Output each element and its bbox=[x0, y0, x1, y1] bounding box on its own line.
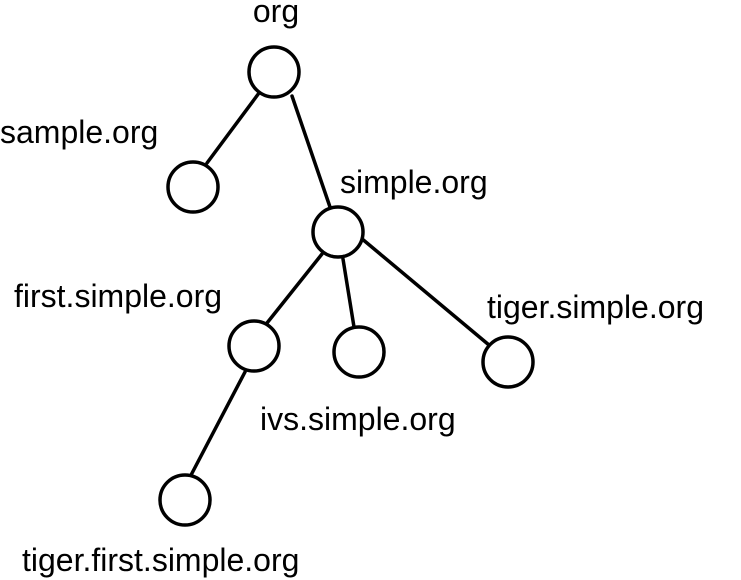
node-ivs bbox=[332, 325, 386, 379]
label-org: org bbox=[253, 0, 299, 29]
label-tigerfirst: tiger.first.simple.org bbox=[22, 542, 299, 578]
label-simple: simple.org bbox=[340, 164, 488, 200]
node-simple bbox=[311, 205, 365, 259]
label-first: first.simple.org bbox=[14, 278, 222, 314]
node-org bbox=[247, 45, 301, 99]
edge-simple-tiger bbox=[359, 236, 491, 347]
edge-simple-first bbox=[265, 252, 324, 325]
edge-org-simple bbox=[290, 94, 332, 209]
label-ivs: ivs.simple.org bbox=[260, 401, 456, 437]
node-first bbox=[227, 319, 281, 373]
node-tiger bbox=[481, 335, 535, 389]
edge-simple-ivs bbox=[341, 257, 356, 329]
node-tigerfirst bbox=[158, 473, 212, 527]
label-sample: sample.org bbox=[0, 114, 158, 150]
node-sample bbox=[166, 160, 220, 214]
edge-org-sample bbox=[205, 91, 261, 165]
label-tiger: tiger.simple.org bbox=[487, 289, 704, 325]
edge-first-tigerfirst bbox=[188, 370, 247, 479]
